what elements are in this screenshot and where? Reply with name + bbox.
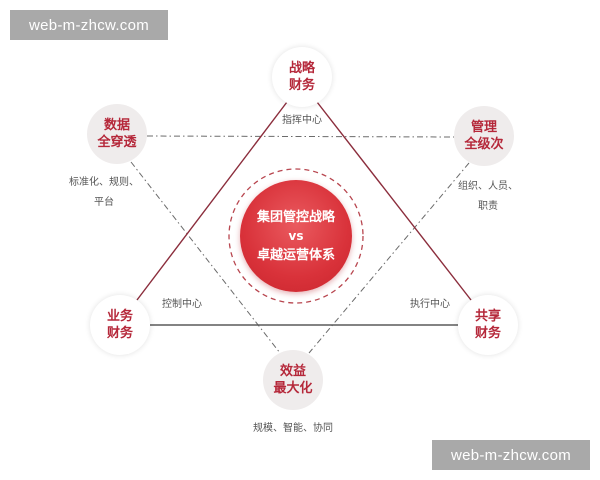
node-strategy-finance-line2: 财务 [288,78,315,93]
caption-management-levels-line1: 组织、人员、 [458,181,518,192]
node-management-levels: 管理 全级次 [454,106,514,166]
node-business-finance: 业务 财务 [90,295,150,355]
node-benefit-max-line1: 效益 [279,364,306,379]
node-management-levels-line2: 全级次 [464,137,504,152]
caption-data-penetration-line2: 平台 [94,197,114,208]
caption-management-levels: 组织、人员、 职责 [448,178,528,216]
watermark-bottom-right: web-m-zhcw.com [432,440,590,470]
node-shared-finance: 共享 财务 [458,295,518,355]
node-benefit-max: 效益 最大化 [263,350,323,410]
caption-management-levels-line2: 职责 [478,201,498,212]
dashdot-triangle [130,135,470,354]
node-shared-finance-line2: 财务 [474,326,501,341]
center-vs: vs [288,228,304,243]
caption-data-penetration: 标准化、规则、 平台 [52,174,156,212]
watermark-top-left: web-m-zhcw.com [10,10,168,40]
center-title-line2: 卓越运营体系 [256,247,335,263]
node-strategy-finance-line1: 战略 [288,61,315,76]
solid-triangle [136,101,472,326]
caption-execution-center: 执行中心 [410,299,450,310]
center-title-line1: 集团管控战略 [256,209,335,225]
node-data-penetration: 数据 全穿透 [87,104,147,164]
node-strategy-finance: 战略 财务 [272,47,332,107]
node-business-finance-line2: 财务 [106,326,133,341]
caption-command-center: 指挥中心 [282,115,322,126]
node-benefit-max-line2: 最大化 [273,381,313,396]
node-shared-finance-line1: 共享 [474,309,501,324]
caption-data-penetration-line1: 标准化、规则、 [69,177,139,188]
caption-benefit-max: 规模、智能、协同 [253,423,333,434]
node-data-penetration-line2: 全穿透 [97,135,137,150]
node-data-penetration-line1: 数据 [103,118,130,133]
caption-control-center: 控制中心 [162,299,202,310]
node-business-finance-line1: 业务 [106,309,133,324]
center-core-circle: 集团管控战略 vs 卓越运营体系 [240,180,352,292]
node-management-levels-line1: 管理 [470,120,497,135]
